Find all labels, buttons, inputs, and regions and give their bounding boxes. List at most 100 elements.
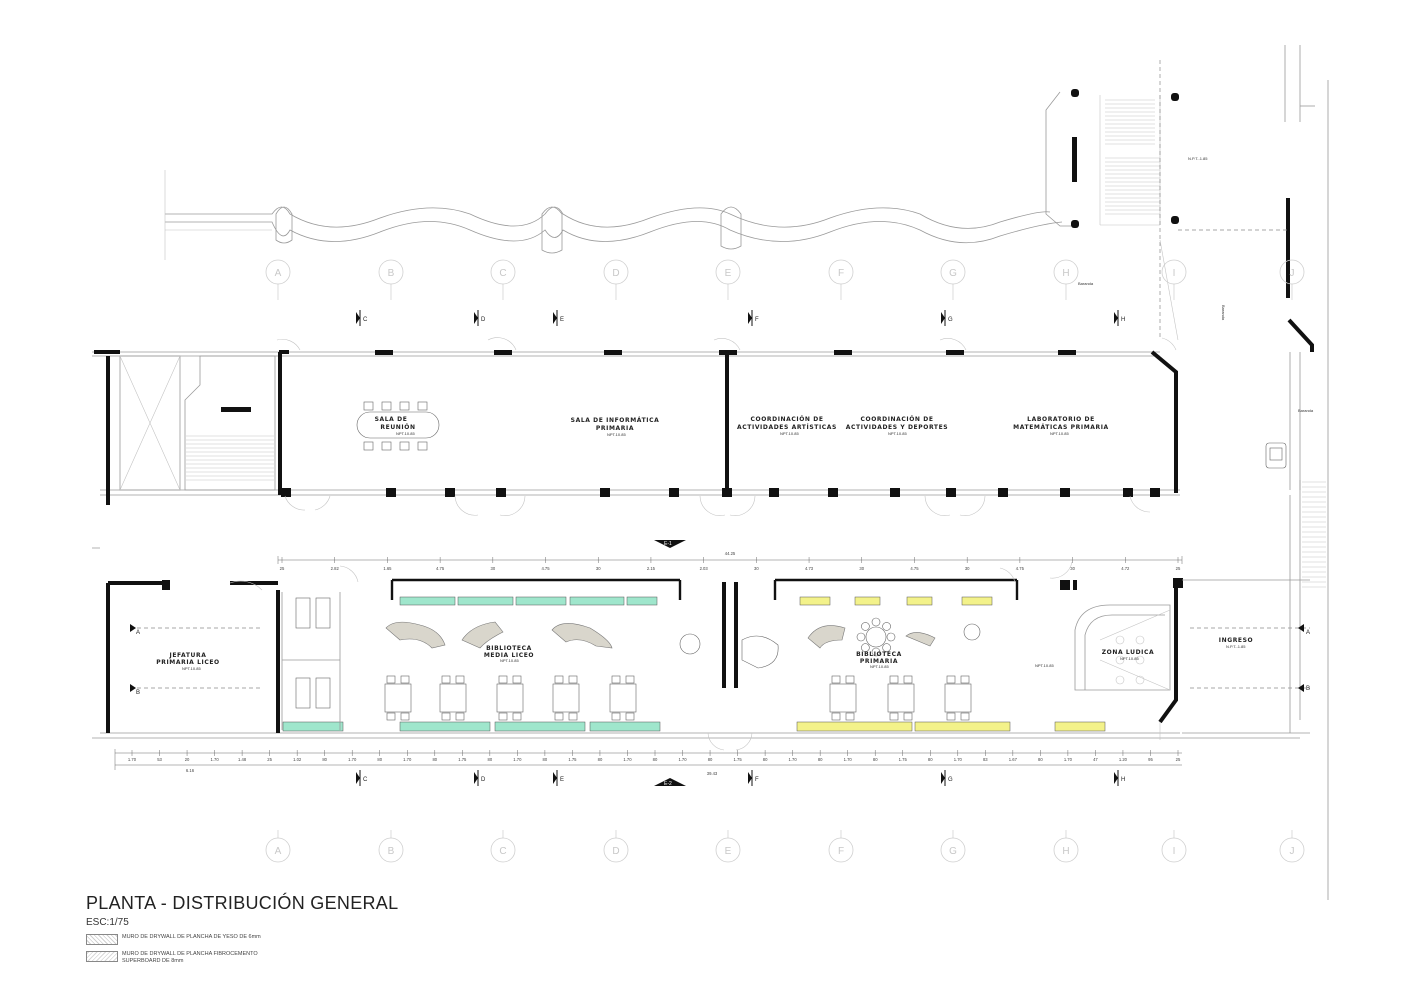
section-label: C [363, 317, 368, 323]
chair [441, 675, 451, 684]
elevation-label: E-2 [664, 781, 672, 787]
dimension-value: 80 [377, 757, 382, 762]
structural-column [890, 488, 900, 497]
dimension-value: 1.70 [513, 757, 522, 762]
npt-label: NPT.10.85 [1120, 656, 1139, 661]
room-label: LABORATORIO DE [1027, 416, 1095, 423]
dimension-value: 80 [818, 757, 823, 762]
chair [441, 712, 451, 721]
dimension-value: 1.75 [568, 757, 577, 762]
chair [871, 647, 881, 657]
chair [845, 675, 855, 684]
room-label: BIBLIOTECA [856, 651, 902, 658]
room-label: ACTIVIDADES Y DEPORTES [846, 424, 948, 431]
dimension-value: 1.65 [383, 566, 392, 571]
dimension-value: 47 [1093, 757, 1098, 762]
chair [903, 712, 913, 721]
dimension-value: 80 [928, 757, 933, 762]
room-zona-ludica: ZONA LUDICA NPT.10.85 [1102, 649, 1154, 661]
lower-block [92, 480, 1326, 751]
dimension-value: 1.20 [1119, 757, 1128, 762]
dimension-value: 1.70 [1064, 757, 1073, 762]
grid-axis-label: H [1062, 846, 1069, 857]
legend-item: MURO DE DRYWALL DE PLANCHA DE YESO DE 6m… [86, 934, 506, 945]
chair [498, 712, 508, 721]
room-label: ACTIVIDADES ARTÍSTICAS [737, 423, 837, 431]
hatch-swatch [86, 934, 118, 945]
npt-label: NPT.10.85 [607, 432, 626, 437]
dimension-value: 4.75 [436, 566, 445, 571]
section-label: E [560, 317, 564, 323]
chair [889, 712, 899, 721]
structural-column [1150, 488, 1160, 497]
section-label: G [948, 777, 953, 783]
chair [363, 401, 374, 411]
dimension-value: 2.15 [647, 566, 656, 571]
shelf-green [589, 721, 661, 732]
dimension-value: 1.70 [844, 757, 853, 762]
grid-axis-label: J [1290, 846, 1295, 857]
chair [611, 675, 621, 684]
room-label: BIBLIOTECA [486, 645, 532, 652]
dimension-value: 2.03 [700, 566, 709, 571]
dimension-value: 25 [280, 566, 285, 571]
room-coord-deportes: COORDINACIÓN DE ACTIVIDADES Y DEPORTES N… [846, 416, 948, 436]
dimension-value: 1.75 [734, 757, 743, 762]
section-label: A [1306, 630, 1310, 636]
dimension-value: 80 [873, 757, 878, 762]
room-sala-informatica: SALA DE INFORMÁTICA PRIMARIA NPT.10.85 [571, 417, 660, 437]
chair [400, 675, 410, 684]
section-arrow [1114, 772, 1118, 784]
section-label: D [481, 777, 486, 783]
chair [611, 712, 621, 721]
room-label: PRIMARIA [596, 425, 634, 432]
room-label: SALA DE INFORMÁTICA [571, 417, 660, 424]
section-arrow [356, 772, 360, 784]
dimension-value: 1.75 [458, 757, 467, 762]
grid-axis-label: J [1290, 268, 1295, 279]
grid-axis-label: I [1173, 846, 1176, 857]
room-label: PRIMARIA [860, 658, 898, 665]
svg-text:Baranda: Baranda [1078, 281, 1094, 286]
section-arrow [748, 312, 752, 324]
legend-text: MURO DE DRYWALL DE PLANCHA DE YESO DE 6m… [122, 934, 261, 940]
dimension-value: 1.67 [1009, 757, 1018, 762]
room-ingreso: INGRESO N.P.T.-1.85 [1219, 637, 1254, 649]
study-table [552, 683, 580, 713]
structural-column [669, 488, 679, 497]
section-arrow [748, 772, 752, 784]
section-arrow [474, 312, 478, 324]
shelf-green [494, 721, 586, 732]
npt-label: N.P.T.-1.85 [1226, 644, 1246, 649]
chair [512, 675, 522, 684]
shelf-yellow [961, 596, 993, 606]
grid-axis-label: I [1173, 268, 1176, 279]
chair [455, 675, 465, 684]
room-label: MATEMÁTICAS PRIMARIA [1013, 424, 1109, 431]
npt-label: NPT.10.85 [396, 431, 415, 436]
room-label: SALA DE [375, 416, 408, 423]
structural-column [769, 488, 779, 497]
room-label: INGRESO [1219, 637, 1254, 644]
svg-text:Baranda: Baranda [1221, 305, 1226, 321]
study-table [384, 683, 412, 713]
dimension-value: 80 [543, 757, 548, 762]
structural-column [998, 488, 1008, 497]
grid-axis-label: H [1062, 268, 1069, 279]
chair [400, 712, 410, 721]
svg-text:Baranda: Baranda [1298, 408, 1314, 413]
elevation-marker-e1: E-1 [654, 540, 686, 548]
chair [903, 675, 913, 684]
legend-text: MURO DE DRYWALL DE PLANCHA FIBROCEMENTO … [122, 951, 258, 964]
chair [831, 712, 841, 721]
section-marks-side: A B A B [130, 624, 1310, 696]
dimension-value: 4.75 [910, 566, 919, 571]
chair [386, 675, 396, 684]
chair [386, 712, 396, 721]
section-arrow [474, 772, 478, 784]
dimension-value: 4.75 [541, 566, 550, 571]
room-label: COORDINACIÓN DE [750, 416, 823, 423]
npt-label: NPT.10.85 [1050, 431, 1069, 436]
npt-label: NPT.10.85 [780, 431, 799, 436]
